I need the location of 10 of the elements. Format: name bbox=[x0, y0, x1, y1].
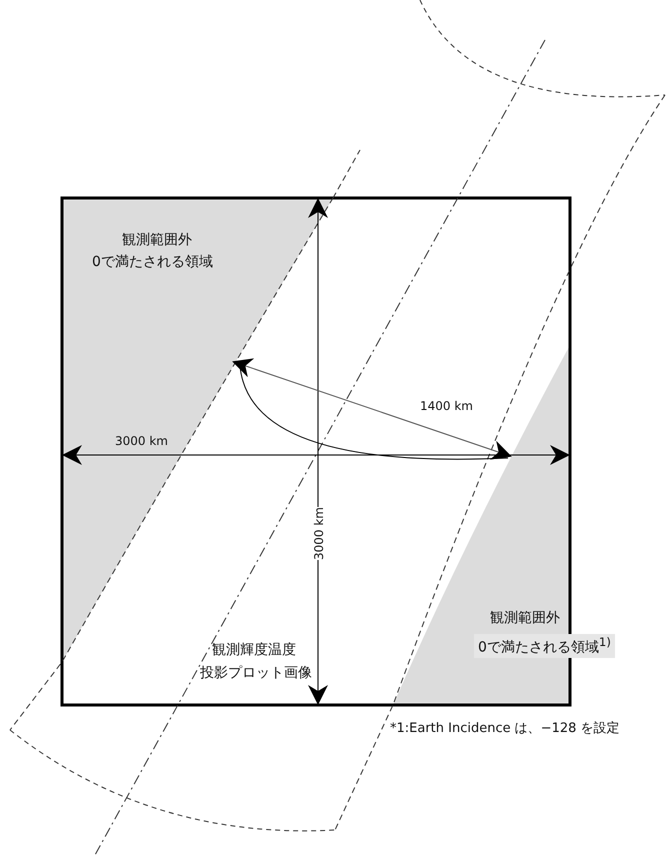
region-label: 観測範囲外 bbox=[122, 233, 192, 247]
region-label: 0で満たされる領域$^{1)}$ bbox=[474, 634, 615, 658]
dimension-label: 1400 km bbox=[420, 400, 473, 412]
region-label: 0で満たされる領域 bbox=[92, 255, 213, 269]
image-label: 観測輝度温度 bbox=[212, 643, 296, 657]
dimension-label: 3000 km bbox=[115, 435, 168, 447]
image-label: 投影プロット画像 bbox=[200, 666, 312, 680]
footnote: *1:Earth Incidence は、−128 を設定 bbox=[390, 722, 620, 735]
region-label: 観測範囲外 bbox=[490, 611, 560, 625]
dimension-label: 3000 km bbox=[313, 507, 325, 560]
